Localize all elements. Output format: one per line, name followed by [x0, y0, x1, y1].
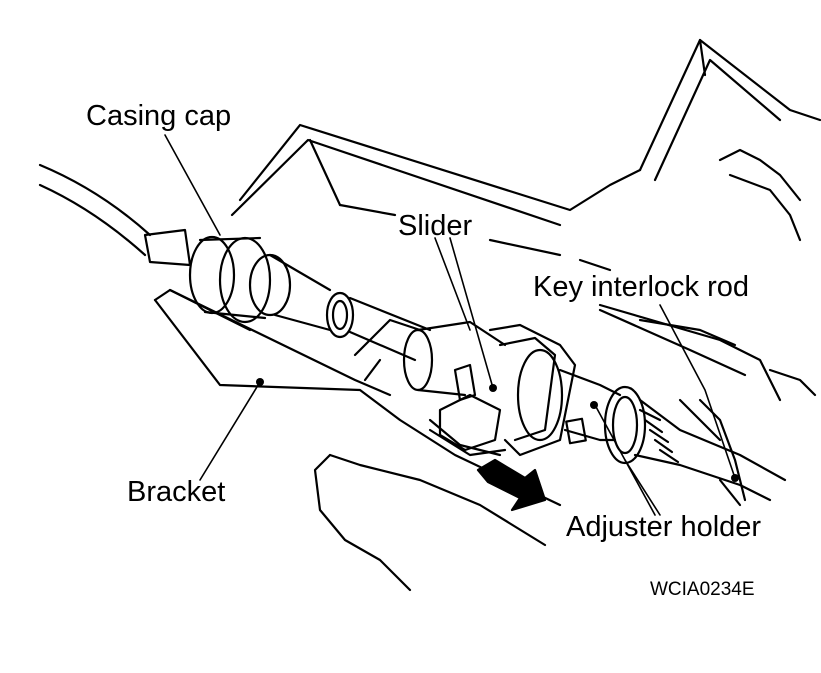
- adjuster-holder-part: [488, 323, 787, 502]
- leader-slider-2: [449, 237, 494, 389]
- leader-casing-cap: [164, 134, 221, 236]
- label-adjuster-holder: Adjuster holder: [566, 511, 762, 543]
- leader-adjuster-2: [624, 459, 661, 516]
- figure-code: WCIA0234E: [650, 579, 755, 600]
- leader-dots: [256, 378, 739, 482]
- leader-lines: [164, 134, 736, 516]
- leader-key-interlock: [659, 304, 736, 479]
- label-slider: Slider: [398, 210, 473, 242]
- direction-arrow: [476, 458, 547, 512]
- label-key-interlock-rod: Key interlock rod: [533, 271, 749, 303]
- slider-part: [402, 320, 507, 457]
- label-bracket: Bracket: [127, 476, 226, 508]
- casing-cap-part: [188, 235, 355, 339]
- key-interlock-rod-part: [598, 308, 747, 507]
- console-housing: [230, 38, 821, 442]
- leader-bracket: [199, 381, 261, 481]
- outer-cable: [38, 163, 192, 267]
- leader-slider-1: [434, 237, 471, 331]
- label-casing-cap: Casing cap: [86, 100, 232, 132]
